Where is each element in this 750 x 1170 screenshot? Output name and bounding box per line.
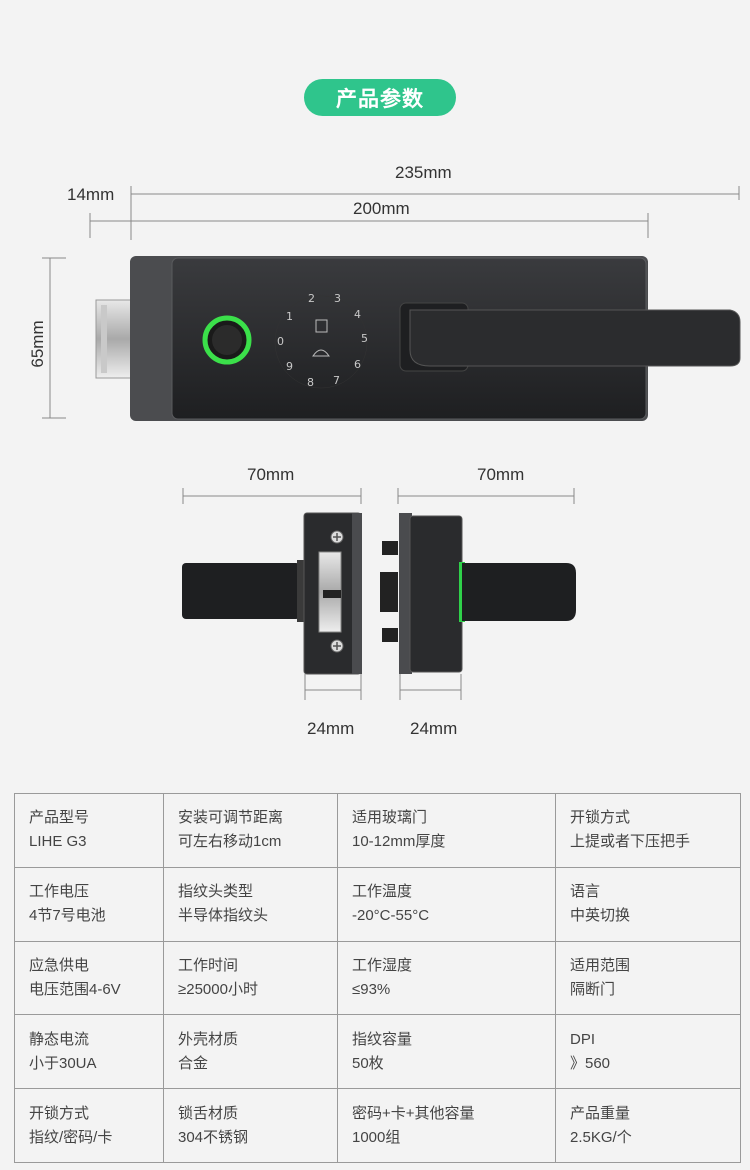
spec-label: 安装可调节距离 — [178, 809, 284, 827]
spec-label: 外壳材质 — [178, 1030, 239, 1048]
bell-icon — [312, 349, 330, 357]
svg-text:9: 9 — [286, 360, 293, 373]
spec-value: 小于30UA — [29, 1054, 97, 1072]
spec-label: 产品型号 — [29, 809, 90, 827]
spec-label: 工作温度 — [352, 883, 413, 901]
table-row: 静态电流小于30UA 外壳材质合金 指纹容量 50枚 DPI 》560 — [14, 1014, 741, 1090]
spec-label: 适用玻璃门 — [352, 809, 428, 827]
lock-side-view — [182, 512, 576, 675]
spec-value: 合金 — [178, 1054, 209, 1072]
svg-text:4: 4 — [354, 308, 361, 321]
spec-label: 适用范围 — [570, 956, 631, 974]
spec-cell: 工作电压 4节7号电池 — [14, 866, 164, 942]
spec-cell: 外壳材质合金 — [163, 1014, 338, 1090]
spec-label: 产品重量 — [570, 1104, 631, 1122]
spec-value: 10-12mm厚度 — [352, 833, 446, 851]
spec-cell: 锁舌材质 304不锈钢 — [163, 1088, 338, 1163]
spec-label: DPI — [570, 1030, 596, 1048]
spec-value: 4节7号电池 — [29, 907, 106, 925]
svg-text:5: 5 — [361, 332, 368, 345]
svg-text:6: 6 — [354, 358, 361, 371]
spec-label: 应急供电 — [29, 956, 90, 974]
section-title-badge: 产品参数 — [304, 79, 456, 116]
right-handle — [462, 563, 576, 621]
spec-value: 1000组 — [352, 1128, 401, 1146]
spec-value: 》560 — [570, 1054, 611, 1072]
table-row: 开锁方式指纹/密码/卡 锁舌材质 304不锈钢 密码+卡+其他容量 1000组 产品… — [14, 1088, 741, 1163]
spec-label: 指纹容量 — [352, 1030, 413, 1048]
spec-value: 2.5KG/个 — [570, 1128, 632, 1146]
spec-label: 语言 — [570, 883, 601, 901]
spec-value: 可左右移动1cm — [178, 833, 282, 851]
spec-cell: 指纹头类型半导体指纹头 — [163, 866, 338, 942]
spec-label: 工作湿度 — [352, 956, 413, 974]
spec-value: ≥25000小时 — [178, 980, 258, 998]
dim-right-depth: 24mm — [410, 719, 458, 738]
spec-cell: 开锁方式指纹/密码/卡 — [14, 1088, 164, 1163]
spec-label: 密码+卡+其他容量 — [352, 1104, 475, 1122]
svg-text:8: 8 — [307, 376, 314, 389]
spec-label: 工作时间 — [178, 956, 239, 974]
spec-cell: 开锁方式上提或者下压把手 — [555, 793, 741, 868]
svg-text:3: 3 — [334, 292, 341, 305]
keypad-ring — [274, 295, 368, 389]
spec-value: 中英切换 — [570, 907, 631, 925]
spec-cell: 指纹容量 50枚 — [337, 1014, 556, 1090]
spec-cell: 工作温度 -20°C-55°C — [337, 866, 556, 942]
table-row: 应急供电电压范围4-6V 工作时间 ≥25000小时 工作湿度 ≤93% 适用范围隔… — [14, 940, 741, 1016]
spec-value: 上提或者下压把手 — [570, 833, 691, 851]
dim-left-depth: 24mm — [307, 719, 355, 738]
spec-cell: 产品型号 LIHE G3 — [14, 793, 164, 868]
spec-value: -20°C-55°C — [352, 907, 430, 925]
spec-label: 开锁方式 — [570, 809, 631, 827]
svg-text:7: 7 — [333, 374, 340, 387]
spec-cell: 适用玻璃门 10-12mm厚度 — [337, 793, 556, 868]
dim-body-length: 200mm — [353, 199, 410, 218]
dim-total-length: 235mm — [395, 163, 452, 182]
dimension-lines — [42, 186, 740, 700]
spec-label: 静态电流 — [29, 1030, 90, 1048]
spec-label: 工作电压 — [29, 883, 90, 901]
right-body — [409, 515, 463, 673]
svg-text:1: 1 — [286, 310, 293, 323]
spec-value: 半导体指纹头 — [178, 907, 269, 925]
dim-left-handle: 70mm — [247, 465, 295, 484]
spec-cell: 产品重量 2.5KG/个 — [555, 1088, 741, 1163]
spec-value: 电压范围4-6V — [29, 980, 121, 998]
dim-right-handle: 70mm — [477, 465, 525, 484]
spec-cell: 工作湿度 ≤93% — [337, 940, 556, 1016]
spec-cell: 适用范围隔断门 — [555, 940, 741, 1016]
spec-cell: 安装可调节距离可左右移动1cm — [163, 793, 338, 868]
right-body-edge — [399, 513, 412, 674]
keypad-digits: 1 2 3 4 5 6 7 8 9 0 — [277, 292, 368, 389]
dim-offset: 14mm — [67, 185, 115, 204]
lever-handle — [409, 309, 741, 367]
spec-value: 304不锈钢 — [178, 1128, 249, 1146]
card-icon — [315, 319, 328, 333]
spec-value: ≤93% — [352, 980, 391, 998]
spec-label: 锁舌材质 — [178, 1104, 239, 1122]
spec-cell: 应急供电电压范围4-6V — [14, 940, 164, 1016]
svg-text:2: 2 — [308, 292, 315, 305]
table-row: 产品型号 LIHE G3 安装可调节距离可左右移动1cm 适用玻璃门 10-12mm… — [14, 793, 741, 868]
spec-value: 隔断门 — [570, 980, 616, 998]
spec-cell: 工作时间 ≥25000小时 — [163, 940, 338, 1016]
table-row: 工作电压 4节7号电池 指纹头类型半导体指纹头 工作温度 -20°C-55°C 语言… — [14, 866, 741, 942]
svg-text:0: 0 — [277, 335, 284, 348]
spec-table: 产品型号 LIHE G3 安装可调节距离可左右移动1cm 适用玻璃门 10-12mm… — [14, 793, 741, 1163]
spec-cell: 静态电流小于30UA — [14, 1014, 164, 1090]
spec-value: 指纹/密码/卡 — [29, 1128, 113, 1146]
lock-front-view: 1 2 3 4 5 6 7 8 9 0 — [95, 256, 741, 421]
spec-label: 指纹头类型 — [178, 883, 254, 901]
spec-value: 50枚 — [352, 1054, 384, 1072]
spec-cell: 语言中英切换 — [555, 866, 741, 942]
spec-cell: DPI 》560 — [555, 1014, 741, 1090]
left-handle — [182, 563, 300, 619]
lock-drawing: 1 2 3 4 5 6 7 8 9 0 — [42, 186, 741, 700]
spec-cell: 密码+卡+其他容量 1000组 — [337, 1088, 556, 1163]
spec-value: LIHE G3 — [29, 833, 87, 851]
spec-label: 开锁方式 — [29, 1104, 90, 1122]
